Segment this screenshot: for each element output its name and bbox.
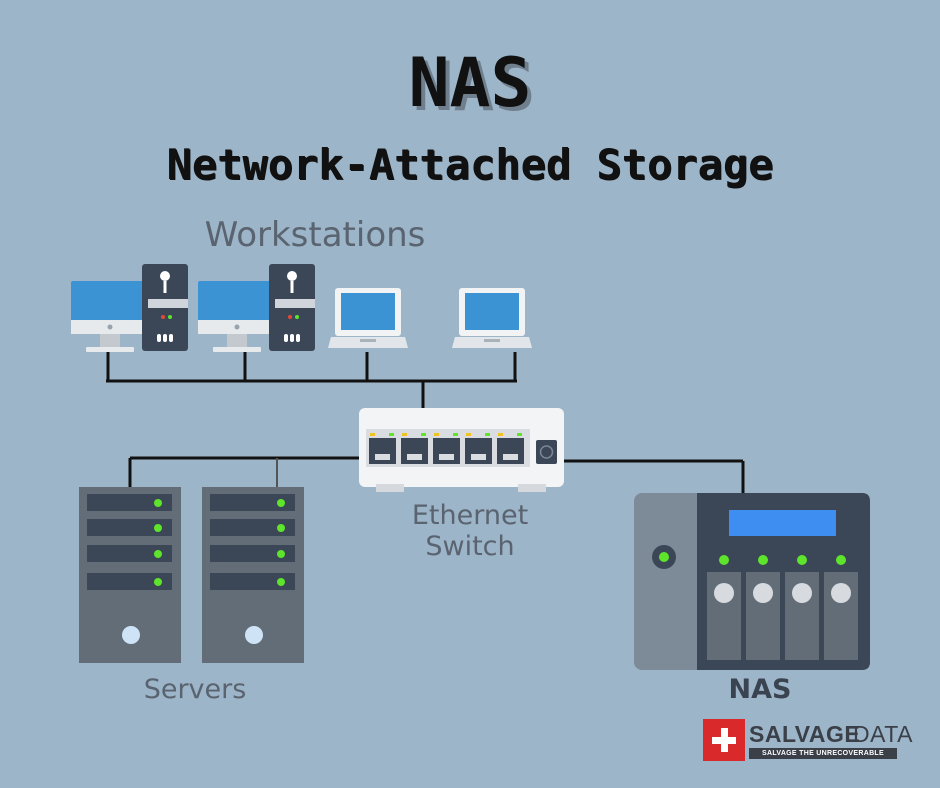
- logo-brand-data: DATA: [853, 721, 913, 747]
- workstations-label: Workstations: [204, 215, 426, 255]
- ethernet-switch-icon: [359, 408, 564, 492]
- diagram-title: NAS: [408, 44, 532, 123]
- servers-label: Servers: [143, 674, 247, 705]
- nas-device-icon: [634, 493, 870, 670]
- logo-brand-salvage: SALVAGE: [749, 721, 861, 747]
- salvagedata-logo: SALVAGE DATA SALVAGE THE UNRECOVERABLE: [703, 719, 918, 761]
- switch-label-line1: Ethernet: [411, 500, 529, 531]
- tower-pc-icon: [142, 264, 188, 351]
- ethernet-switch-label: Ethernet Switch: [380, 500, 560, 562]
- laptop-icon: [328, 288, 408, 348]
- diagram-subtitle: Network-Attached Storage: [166, 140, 774, 189]
- tower-pc-icon: [269, 264, 315, 351]
- nas-label: NAS: [728, 674, 792, 705]
- server-rack-icon: [202, 487, 304, 663]
- desktop-monitor-icon: [71, 281, 149, 352]
- laptop-icon: [452, 288, 532, 348]
- desktop-monitor-icon: [198, 281, 276, 352]
- network-cables: [106, 352, 745, 494]
- logo-cross-icon: [703, 719, 745, 761]
- switch-label-line2: Switch: [425, 531, 515, 562]
- server-rack-icon: [79, 487, 181, 663]
- logo-tagline: SALVAGE THE UNRECOVERABLE: [749, 748, 897, 759]
